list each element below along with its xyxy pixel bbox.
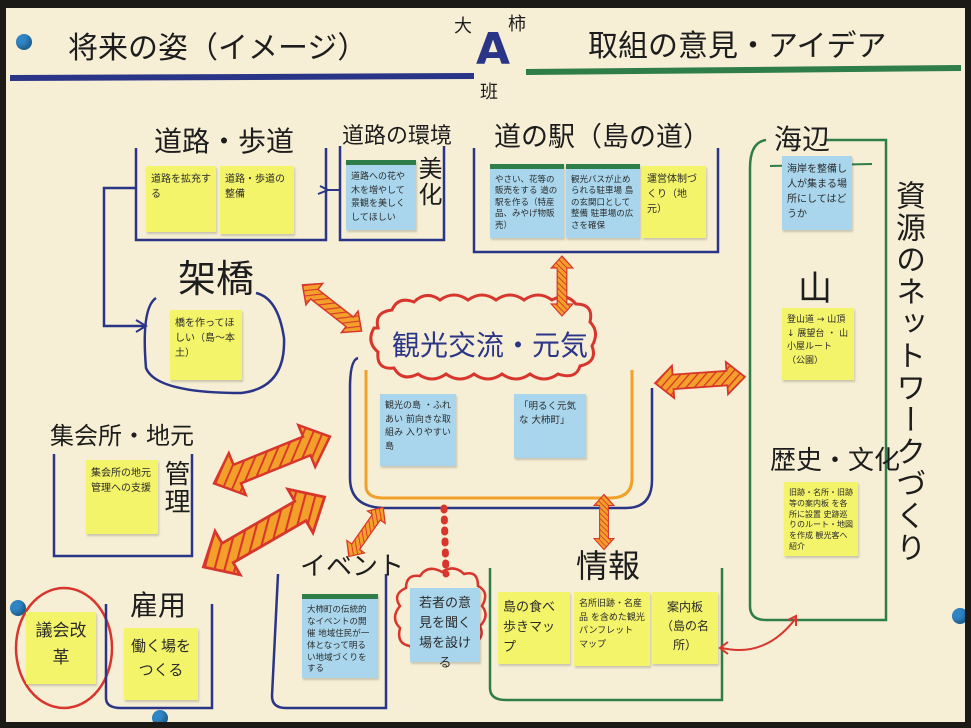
road-beautify-note: 道路への花や木を増やして景観を美しくしてほしい [346,160,416,230]
arrow-info-center [593,493,615,551]
event-title: イベント [300,552,405,582]
diagram-lines [9,65,962,710]
road-beautify-title: 道路の環境 [342,124,453,149]
road-note-2: 道路・歩道の整備 [220,166,294,234]
center-cloud [369,293,597,381]
info-title: 情報 [576,547,641,585]
youth-cloud [393,567,487,661]
mountain-note: 登山道 → 山頂 ↓ 展望台 ・ 山小屋ルート（公園） [782,308,854,380]
header-team-suffix: 班 [480,82,498,103]
road-bridge-connector [102,186,146,328]
info-note-3: 案内板（島の名所） [652,592,718,664]
header-left-line [9,73,475,81]
bridge-frame [143,291,286,395]
arrow-bridge-center [293,273,371,343]
assembly-title: 集会所・地元 [50,422,194,450]
center-title: 観光交流・元気 [392,329,589,362]
network-frame [748,138,888,622]
employment-note: 働く場をつくる [124,628,198,700]
coast-title: 海辺 [774,123,831,156]
history-title: 歴史・文化 [770,446,901,476]
center-youth-dots [440,504,450,578]
network-title: 資源のネットワークづくり [890,180,925,564]
station-note-3: 運営体制づくり（地元） [642,166,706,238]
road-beautify-side: 美化 [414,156,442,208]
station-note-1: やさい、花等の販売をする 道の駅を作る（特産品、みやげ物販売） [490,164,564,238]
arrow-center-network [653,359,747,401]
assembly-side: 管理 [160,460,190,516]
youth-note: 若者の意見を聞く場を設ける [410,588,480,671]
header-right-title: 取組の意見・アイデア [588,29,887,64]
station-note-2: 観光バスが止められる駐車場 島の玄関口として整備 駐車場の広さを確保 [566,164,640,238]
header-team-letter: A [476,24,511,75]
arrow-station-center [550,255,574,317]
assembly-note: 集会所の地元管理への支援 [86,460,158,534]
history-note: 旧跡・名所・旧跡等の案内板 を各所に設置 史跡巡りのルート・地図を作成 観光客へ… [784,482,858,556]
info-note-1: 島の食べ歩きマップ [498,592,570,664]
info-note-2: 名所旧跡・名産品 を含めた観光パンフレット マップ [574,592,650,666]
employment-frame [104,604,214,710]
road-frame [134,148,328,242]
center-note-1: 観光の島 ・ふれあい 前向きな取組み 入りやすい島 [380,394,456,466]
pushpin-icon [952,608,965,624]
assembly-frame [52,454,194,558]
employment-title: 雇用 [130,589,187,622]
bridge-note: 橋を作ってほしい（島～本土） [170,310,242,380]
bridge-title: 架橋 [178,257,255,301]
road-beautify-frame [338,146,446,242]
event-frame [270,573,388,710]
event-note: 大柿町の伝統的なイベントの開催 地域住民が一体となって明るい地域づくりをする [302,594,378,678]
poster-board: 将来の姿（イメージ） 大 A 柿 班 取組の意見・アイデア 道路・歩道 道路を拡… [6,8,965,722]
arrow-assembly-center [204,414,340,506]
header-team-prefix: 大 [454,16,472,37]
center-inner-frame [364,370,634,500]
header-left-title: 将来の姿（イメージ） [68,31,368,66]
reform-circle [14,586,114,710]
pushpin-icon [10,600,26,616]
center-note-2: 「明るく元気な 大柿町」 [514,394,586,458]
mountain-title: 山 [798,269,832,309]
station-title: 道の駅（島の道） [494,122,710,153]
road-title: 道路・歩道 [154,125,295,158]
road-note-1: 道路を拡充する [146,166,216,232]
center-frame [348,356,654,510]
coast-note: 海岸を整備し人が集まる場所にしてはどうか [782,156,852,230]
reform-note: 議会改革 [26,612,96,684]
info-network-arrow [721,617,797,651]
header-team-sub: 柿 [508,14,526,35]
info-frame [488,568,724,702]
pushpin-icon [152,710,168,722]
pushpin-icon [16,34,32,50]
header-right-line [525,65,962,75]
station-frame [472,148,720,254]
